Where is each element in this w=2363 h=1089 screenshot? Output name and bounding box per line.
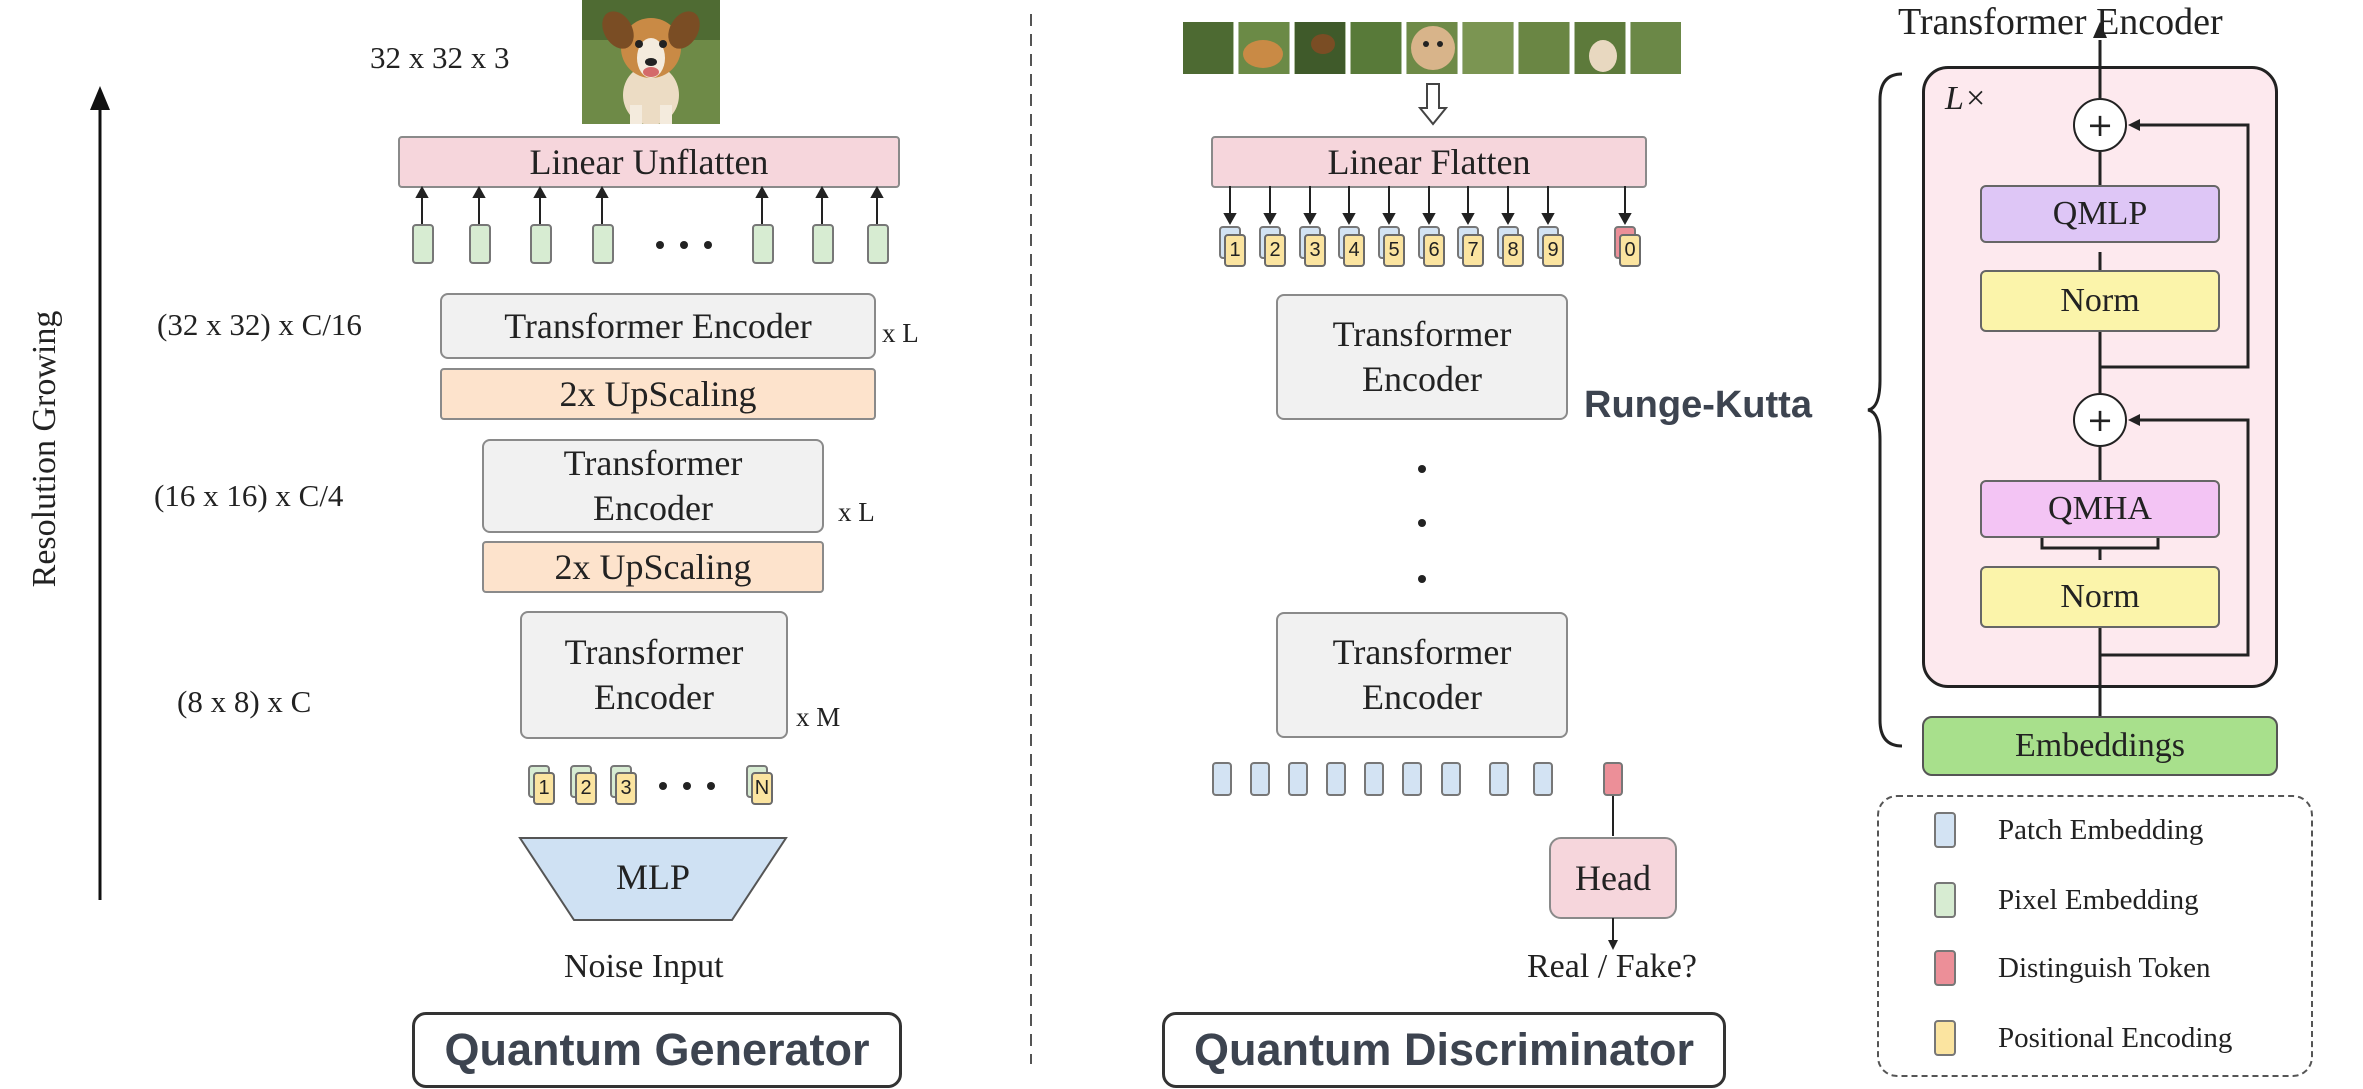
runge-kutta-label: Runge-Kutta [1584, 384, 1812, 426]
linear-unflatten-block: Linear Unflatten [398, 136, 900, 188]
input-token-2: 2 [575, 772, 597, 805]
pixel-embedding-token [867, 224, 889, 264]
encoder-detail-title: Transformer Encoder [1898, 1, 2223, 43]
repeat-label-m: x M [796, 702, 841, 732]
input-token-3: 3 [615, 772, 637, 805]
patch-token-5: 5 [1383, 234, 1405, 267]
generated-dog-image [582, 0, 720, 124]
mlp-label: MLP [615, 856, 691, 897]
legend-positional-encoding: Positional Encoding [1998, 1022, 2233, 1054]
repeat-label-l1: x L [882, 318, 919, 348]
real-fake-label: Real / Fake? [1527, 948, 1697, 985]
pixel-embedding-token [812, 224, 834, 264]
legend-swatch-distinguish [1934, 950, 1956, 986]
patch-token-7: 7 [1462, 234, 1484, 267]
pixel-embedding-token [530, 224, 552, 264]
patch-embedding-token [1250, 762, 1270, 796]
residual-add-top: + [2073, 98, 2127, 152]
norm-block-top: Norm [1980, 270, 2220, 332]
flatten-down-arrow [1418, 83, 1448, 126]
upscaling-block-1: 2x UpScaling [440, 368, 876, 420]
input-token-n: N [751, 772, 773, 805]
linear-flatten-block: Linear Flatten [1211, 136, 1647, 188]
transformer-encoder-32: Transformer Encoder [440, 293, 876, 359]
output-arrow [1608, 918, 1618, 950]
ellipsis-dot [704, 241, 712, 249]
patch-embedding-token [1402, 762, 1422, 796]
legend-distinguish-token: Distinguish Token [1998, 952, 2211, 984]
patch-token-1: 1 [1224, 234, 1246, 267]
dim-label-32: (32 x 32) x C/16 [157, 307, 362, 342]
patch-embedding-token [1533, 762, 1553, 796]
section-divider [1030, 14, 1032, 1064]
patch-token-3: 3 [1304, 234, 1326, 267]
head-block: Head [1549, 837, 1677, 919]
legend-box [1877, 795, 2313, 1077]
embeddings-block: Embeddings [1922, 716, 2278, 776]
upscaling-block-2: 2x UpScaling [482, 541, 824, 593]
mlp-block [518, 837, 788, 921]
noise-input-label: Noise Input [564, 948, 724, 985]
resolution-axis-label: Resolution Growing [26, 310, 63, 588]
patch-embedding-token [1212, 762, 1232, 796]
layer-repeat-label: L× [1945, 80, 1987, 117]
residual-add-bottom: + [2073, 393, 2127, 447]
patch-token-4: 4 [1343, 234, 1365, 267]
qmlp-block: QMLP [1980, 185, 2220, 243]
patch-token-2: 2 [1264, 234, 1286, 267]
quantum-generator-title: Quantum Generator [412, 1012, 902, 1088]
discriminator-encoder-bottom: Transformer Encoder [1276, 612, 1568, 738]
discriminator-encoder-top: Transformer Encoder [1276, 294, 1568, 420]
patch-token-9: 9 [1542, 234, 1564, 267]
patch-token-8: 8 [1502, 234, 1524, 267]
image-size-label: 32 x 32 x 3 [370, 40, 510, 75]
ellipsis-dot [707, 782, 715, 790]
repeat-label-l2: x L [838, 497, 875, 527]
qmha-block: QMHA [1980, 480, 2220, 538]
pixel-embedding-token [592, 224, 614, 264]
vertical-ellipsis-dot [1418, 575, 1426, 583]
legend-pixel-embedding: Pixel Embedding [1998, 884, 2199, 916]
input-token-1: 1 [533, 772, 555, 805]
patch-token-arrows [1223, 186, 1632, 226]
pixel-embedding-token [469, 224, 491, 264]
ellipsis-dot [683, 782, 691, 790]
transformer-encoder-16: Transformer Encoder [482, 439, 824, 533]
pixel-token-arrows [415, 186, 884, 224]
dim-label-8: (8 x 8) x C [177, 684, 312, 719]
ellipsis-dot [656, 241, 664, 249]
resolution-axis-arrow [90, 86, 110, 900]
norm-block-bottom: Norm [1980, 566, 2220, 628]
legend-swatch-pixel [1934, 882, 1956, 918]
transformer-encoder-8: Transformer Encoder [520, 611, 788, 739]
image-patch-strip [1183, 22, 1681, 74]
head-connector [1612, 796, 1614, 836]
distinguish-token-output [1603, 762, 1623, 796]
patch-embedding-token [1288, 762, 1308, 796]
runge-kutta-brace [1867, 72, 1903, 748]
patch-token-6: 6 [1423, 234, 1445, 267]
vertical-ellipsis-dot [1418, 519, 1426, 527]
pixel-embedding-token [752, 224, 774, 264]
encoder-detail-connections [2040, 22, 2250, 718]
ellipsis-dot [659, 782, 667, 790]
patch-embedding-token [1326, 762, 1346, 796]
vertical-ellipsis-dot [1418, 465, 1426, 473]
patch-embedding-token [1489, 762, 1509, 796]
patch-embedding-token [1441, 762, 1461, 796]
patch-embedding-token [1364, 762, 1384, 796]
ellipsis-dot [680, 241, 688, 249]
pixel-embedding-token [412, 224, 434, 264]
quantum-discriminator-title: Quantum Discriminator [1162, 1012, 1726, 1088]
legend-swatch-positional [1934, 1020, 1956, 1056]
legend-swatch-patch [1934, 812, 1956, 848]
legend-patch-embedding: Patch Embedding [1998, 814, 2204, 846]
distinguish-token-0: 0 [1619, 234, 1641, 267]
dim-label-16: (16 x 16) x C/4 [154, 478, 344, 513]
